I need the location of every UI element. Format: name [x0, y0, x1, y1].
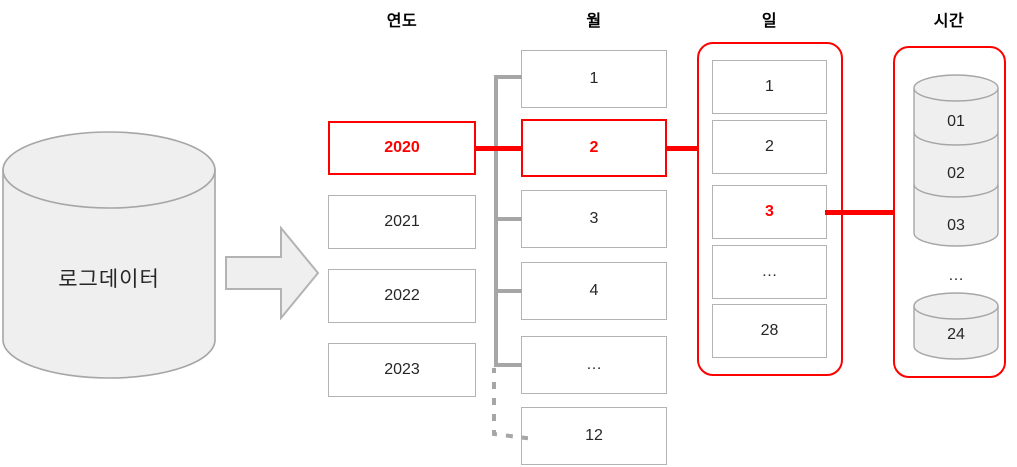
month-node-ellipsis: …	[521, 336, 667, 394]
column-header-month: 월	[586, 13, 602, 30]
year-node-2022[interactable]: 2022	[328, 269, 476, 323]
month-node-1[interactable]: 1	[521, 50, 667, 108]
hour-node-24: 24	[947, 326, 965, 343]
month-node-4[interactable]: 4	[521, 262, 667, 320]
month-branch-ellipsis	[494, 363, 522, 367]
month-node-2[interactable]: 2	[521, 119, 667, 177]
column-header-day: 일	[761, 13, 778, 30]
hour-node-ellipsis: …	[948, 267, 964, 284]
month-node-12[interactable]: 12	[521, 407, 667, 465]
hour-cylinder-24[interactable]	[913, 292, 999, 362]
day-node-2[interactable]: 2	[712, 120, 827, 174]
month-branch-4	[494, 289, 522, 293]
month-trunk-line	[494, 75, 498, 367]
column-header-hour: 시간	[933, 13, 965, 30]
year-node-2023[interactable]: 2023	[328, 343, 476, 397]
day-node-28[interactable]: 28	[712, 304, 827, 358]
year-node-2021[interactable]: 2021	[328, 195, 476, 249]
month-node-3[interactable]: 3	[521, 190, 667, 248]
flow-arrow-icon	[224, 226, 320, 320]
column-header-year: 연도	[386, 13, 418, 30]
hour-node-02: 02	[947, 165, 965, 182]
month-branch-3	[494, 217, 522, 221]
hour-cylinder-stack-01-02-03[interactable]	[913, 74, 999, 249]
day-node-1[interactable]: 1	[712, 60, 827, 114]
day-node-ellipsis: …	[712, 245, 827, 299]
month-branch-1	[494, 75, 522, 79]
connector-month-to-day	[665, 146, 699, 151]
hour-node-01: 01	[947, 113, 965, 130]
day-node-3[interactable]: 3	[712, 185, 827, 239]
log-data-cylinder	[2, 130, 216, 380]
month-branch-12-dotted	[488, 366, 529, 448]
day-group-outline	[697, 42, 843, 376]
connector-year-to-month	[474, 146, 523, 151]
connector-day-to-hour	[825, 210, 895, 215]
year-node-2020[interactable]: 2020	[328, 121, 476, 175]
log-data-label: 로그데이터	[58, 268, 160, 291]
hour-node-03: 03	[947, 217, 965, 234]
